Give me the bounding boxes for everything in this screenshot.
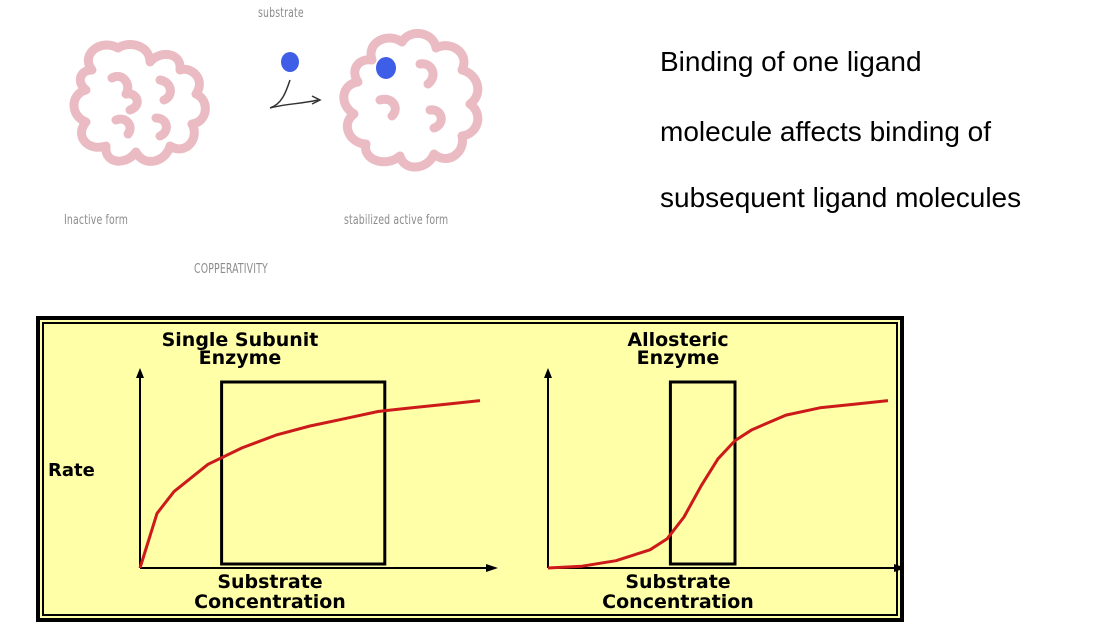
chart-1-ylabel: Rate bbox=[48, 460, 95, 481]
chart-1-x-arrow bbox=[486, 564, 498, 572]
description-line-1: Binding of one ligand bbox=[660, 46, 922, 77]
active-form-label: stabilized active form bbox=[344, 213, 449, 228]
chart-1-xlabel-line-1: Substrate bbox=[217, 571, 322, 593]
cooperativity-illustration: substrate Inactive form stabilized activ… bbox=[0, 0, 600, 290]
chart-1-title-line-1: Single Subunit bbox=[162, 329, 319, 351]
chart-2-xlabel-line-1: Substrate bbox=[625, 571, 730, 593]
active-protein-shape bbox=[339, 29, 483, 172]
chart-1-title-line-2: Enzyme bbox=[199, 347, 282, 369]
bound-substrate bbox=[376, 57, 396, 79]
chart-1-y-arrow bbox=[136, 368, 144, 378]
cooperativity-caption: COPPERATIVITY bbox=[194, 262, 268, 277]
chart-1-curve bbox=[138, 399, 481, 569]
binding-arrow bbox=[269, 79, 319, 109]
inactive-form-label: Inactive form bbox=[64, 213, 128, 228]
description-line-2: molecule affects binding of bbox=[660, 116, 992, 147]
chart-2-y-arrow bbox=[544, 368, 552, 378]
kinetics-charts-svg: Single SubunitEnzymeRateSubstrateConcent… bbox=[48, 329, 900, 613]
chart-1-highlight-box bbox=[220, 380, 387, 566]
inactive-protein-shape bbox=[69, 40, 210, 166]
chart-2-x-arrow bbox=[894, 564, 900, 572]
chart-1-xlabel-line-2: Concentration bbox=[194, 591, 346, 613]
chart-2-title-line-2: Enzyme bbox=[637, 347, 720, 369]
chart-2-highlight-box bbox=[668, 380, 737, 566]
substrate-molecule bbox=[281, 52, 299, 72]
cooperativity-sketch bbox=[69, 29, 483, 172]
chart-2-title-line-1: Allosteric bbox=[627, 329, 728, 351]
chart-2-curve bbox=[547, 399, 889, 570]
substrate-label: substrate bbox=[258, 6, 304, 21]
description-line-3: subsequent ligand molecules bbox=[660, 182, 1022, 213]
chart-2-xlabel-line-2: Concentration bbox=[602, 591, 754, 613]
